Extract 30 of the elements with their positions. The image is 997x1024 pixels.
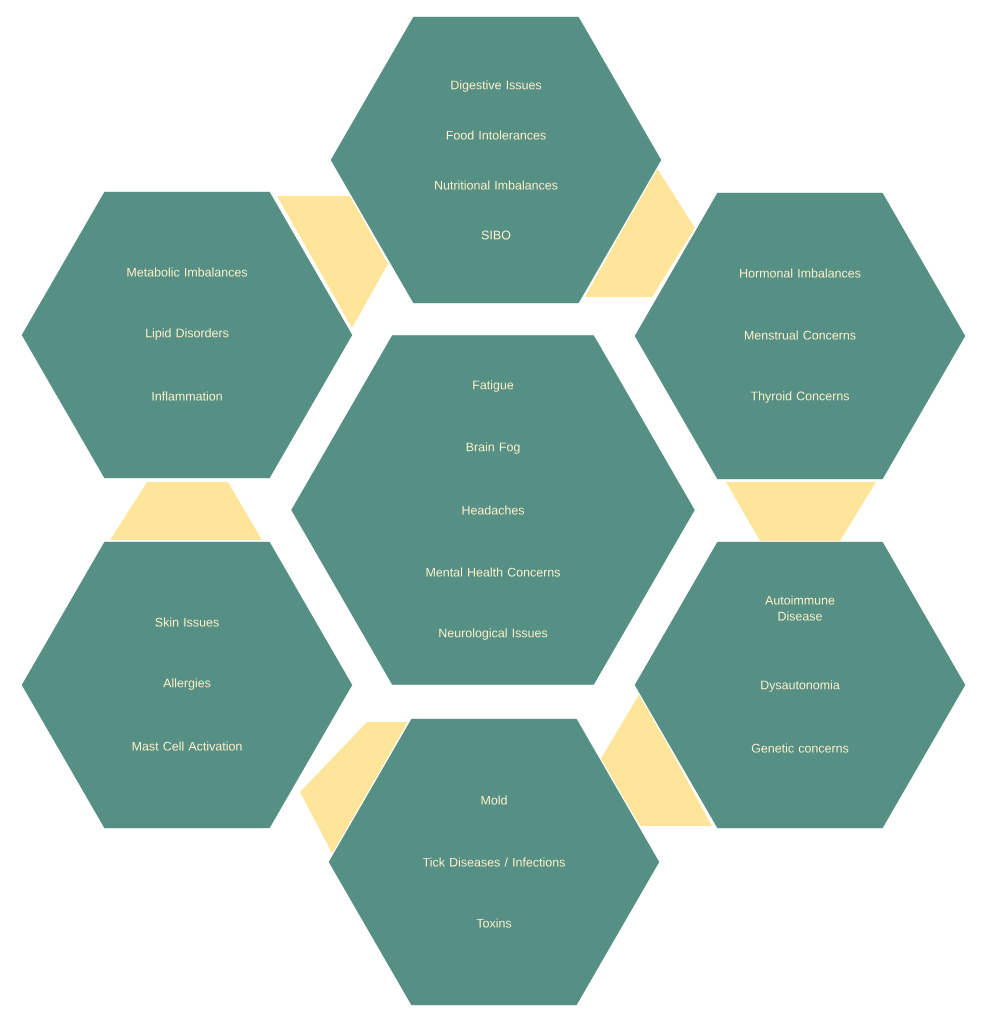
item-label: Fatigue [473,380,514,392]
item-label: Menstrual Concerns [744,330,856,340]
item-label: Digestive Issues [451,80,542,92]
item-label: SIBO [481,230,511,240]
item-label: Autoimmune Disease [765,595,835,621]
item-label: Headaches [462,505,525,515]
item-label: Lipid Disorders [146,328,229,340]
item-label: Toxins [476,918,512,928]
item-label: Mast Cell Activation [132,741,242,751]
item-label: Food Intolerances [446,130,546,140]
item-label: Nutritional Imbalances [435,180,558,190]
item-label: Allergies [163,678,211,690]
trapezoid [277,196,388,328]
trapezoid [300,722,408,855]
item-label: Tick Diseases / Infections [422,857,565,867]
item-label: Mold [481,795,507,805]
trapezoid [726,482,876,541]
item-label: Brain Fog [466,442,520,454]
trapezoid [600,693,712,826]
item-label: Mental Health Concerns [426,567,560,577]
item-label: Hormonal Imbalances [740,268,861,278]
item-label: Dysautonomia [761,680,840,692]
item-label: Inflammation [152,391,222,401]
item-label: Genetic concerns [751,743,849,753]
item-label: Thyroid Concerns [750,391,849,403]
item-label: Metabolic Imbalances [127,267,248,277]
item-label: Skin Issues [155,617,219,627]
trapezoid [585,168,695,297]
trapezoid [110,482,262,540]
item-label: Neurological Issues [439,628,548,640]
